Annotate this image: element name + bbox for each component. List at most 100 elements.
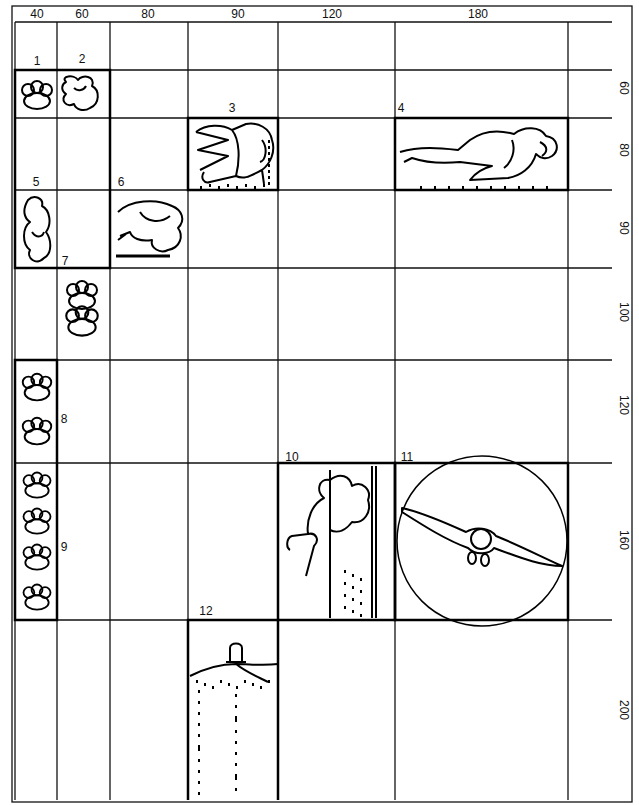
stipple-dot — [448, 186, 450, 189]
stipple-dot — [360, 602, 362, 605]
panel-outline — [15, 70, 110, 268]
figure-11-body — [471, 529, 491, 549]
stipple-dot — [198, 734, 200, 737]
stipple-dot — [268, 140, 270, 143]
stipple-dot — [235, 716, 237, 719]
stipple-dot — [198, 712, 200, 715]
footprint-lobe — [40, 587, 51, 598]
petroglyph-figures — [24, 76, 567, 682]
stipple-dot — [227, 184, 229, 187]
figure-3 — [196, 124, 273, 184]
row-height: 80 — [618, 143, 630, 156]
row-height: 120 — [618, 395, 630, 415]
callout-number: 12 — [199, 605, 212, 617]
panel-outline — [188, 118, 278, 190]
stipple-dot — [260, 686, 262, 689]
callout-number: 9 — [61, 541, 68, 553]
stipple-dot — [254, 186, 256, 189]
stipple-dot — [360, 578, 362, 581]
footprint-lobe — [40, 475, 51, 486]
callout-number: 10 — [285, 451, 298, 463]
figure-10 — [287, 466, 376, 618]
stipple-dot — [228, 683, 230, 686]
footprint-lobe — [85, 284, 97, 296]
column-width: 80 — [141, 8, 154, 20]
stipple-dot — [220, 680, 222, 683]
footprint-figure — [24, 545, 51, 570]
footprint-figure — [24, 473, 51, 498]
stipple-dot — [263, 184, 265, 187]
panel-outline — [395, 118, 568, 190]
figure-12 — [190, 644, 278, 683]
footprint-lobe — [40, 511, 51, 522]
callout-number: 2 — [79, 53, 86, 65]
footprint-lobe — [85, 309, 98, 322]
column-width: 120 — [322, 8, 342, 20]
stipple-dot — [344, 606, 346, 609]
figure-6-ground — [116, 255, 170, 258]
stipple-dot — [235, 752, 237, 755]
panel-outline — [188, 620, 278, 800]
row-height: 100 — [618, 302, 630, 322]
footprint-lobe — [40, 84, 52, 96]
stipple-dot — [268, 152, 270, 155]
stipple-dot — [198, 745, 200, 748]
stipple-dot — [235, 730, 237, 733]
stipple-dot — [235, 741, 237, 744]
stipple-dot — [204, 683, 206, 686]
stipple-dot — [360, 590, 362, 593]
grid-line — [15, 21, 612, 22]
circle-frame — [397, 456, 567, 626]
stipple-dot — [268, 170, 270, 173]
stipple-dot — [212, 686, 214, 689]
stipple-dot — [268, 176, 270, 179]
stipple-dot — [198, 759, 200, 762]
column-width: 180 — [468, 8, 488, 20]
footprint-lobe — [40, 421, 51, 432]
stipple-dot — [198, 781, 200, 784]
stipple-dot — [268, 680, 270, 683]
stipple-dot — [200, 186, 202, 189]
stipple-dot — [252, 683, 254, 686]
stipple-dot — [236, 686, 238, 689]
row-height: 160 — [618, 530, 630, 550]
panel-outline — [278, 463, 395, 620]
figure-11-foot — [481, 554, 489, 566]
row-height: 60 — [618, 81, 630, 94]
callout-number: 1 — [34, 55, 41, 67]
stipple-dot — [198, 770, 200, 773]
stipple-dot — [532, 186, 534, 189]
stipple-dot — [268, 164, 270, 167]
stipple-dot — [235, 694, 237, 697]
stipple-dot — [352, 574, 354, 577]
callout-number: 7 — [62, 255, 69, 267]
stipple-dot — [360, 614, 362, 617]
stipple-dot — [198, 701, 200, 704]
stipple-dot — [268, 158, 270, 161]
footprint-figure — [24, 585, 51, 610]
panel-outline — [15, 360, 57, 620]
stipple-dot — [235, 763, 237, 766]
footprint-figure — [67, 281, 97, 309]
stipple-dot — [209, 184, 211, 187]
stipple-dot — [268, 146, 270, 149]
callout-number: 8 — [61, 413, 68, 425]
stipple-dot — [235, 719, 237, 722]
stipple-dot — [268, 182, 270, 185]
footprint-figure — [23, 374, 52, 401]
callout-number: 5 — [33, 176, 40, 188]
figure-4 — [400, 128, 557, 180]
stipple-dot — [244, 680, 246, 683]
callout-number: 4 — [398, 102, 405, 114]
stipple-dot — [344, 582, 346, 585]
texture-dots — [196, 140, 548, 795]
callout-number: 11 — [401, 451, 413, 463]
figure-11 — [402, 508, 562, 566]
column-width: 90 — [231, 8, 244, 20]
callout-number: 3 — [229, 102, 236, 114]
figure-6 — [118, 201, 182, 251]
stipple-dot — [196, 680, 198, 683]
stipple-dot — [490, 186, 492, 189]
column-width: 40 — [30, 8, 43, 20]
